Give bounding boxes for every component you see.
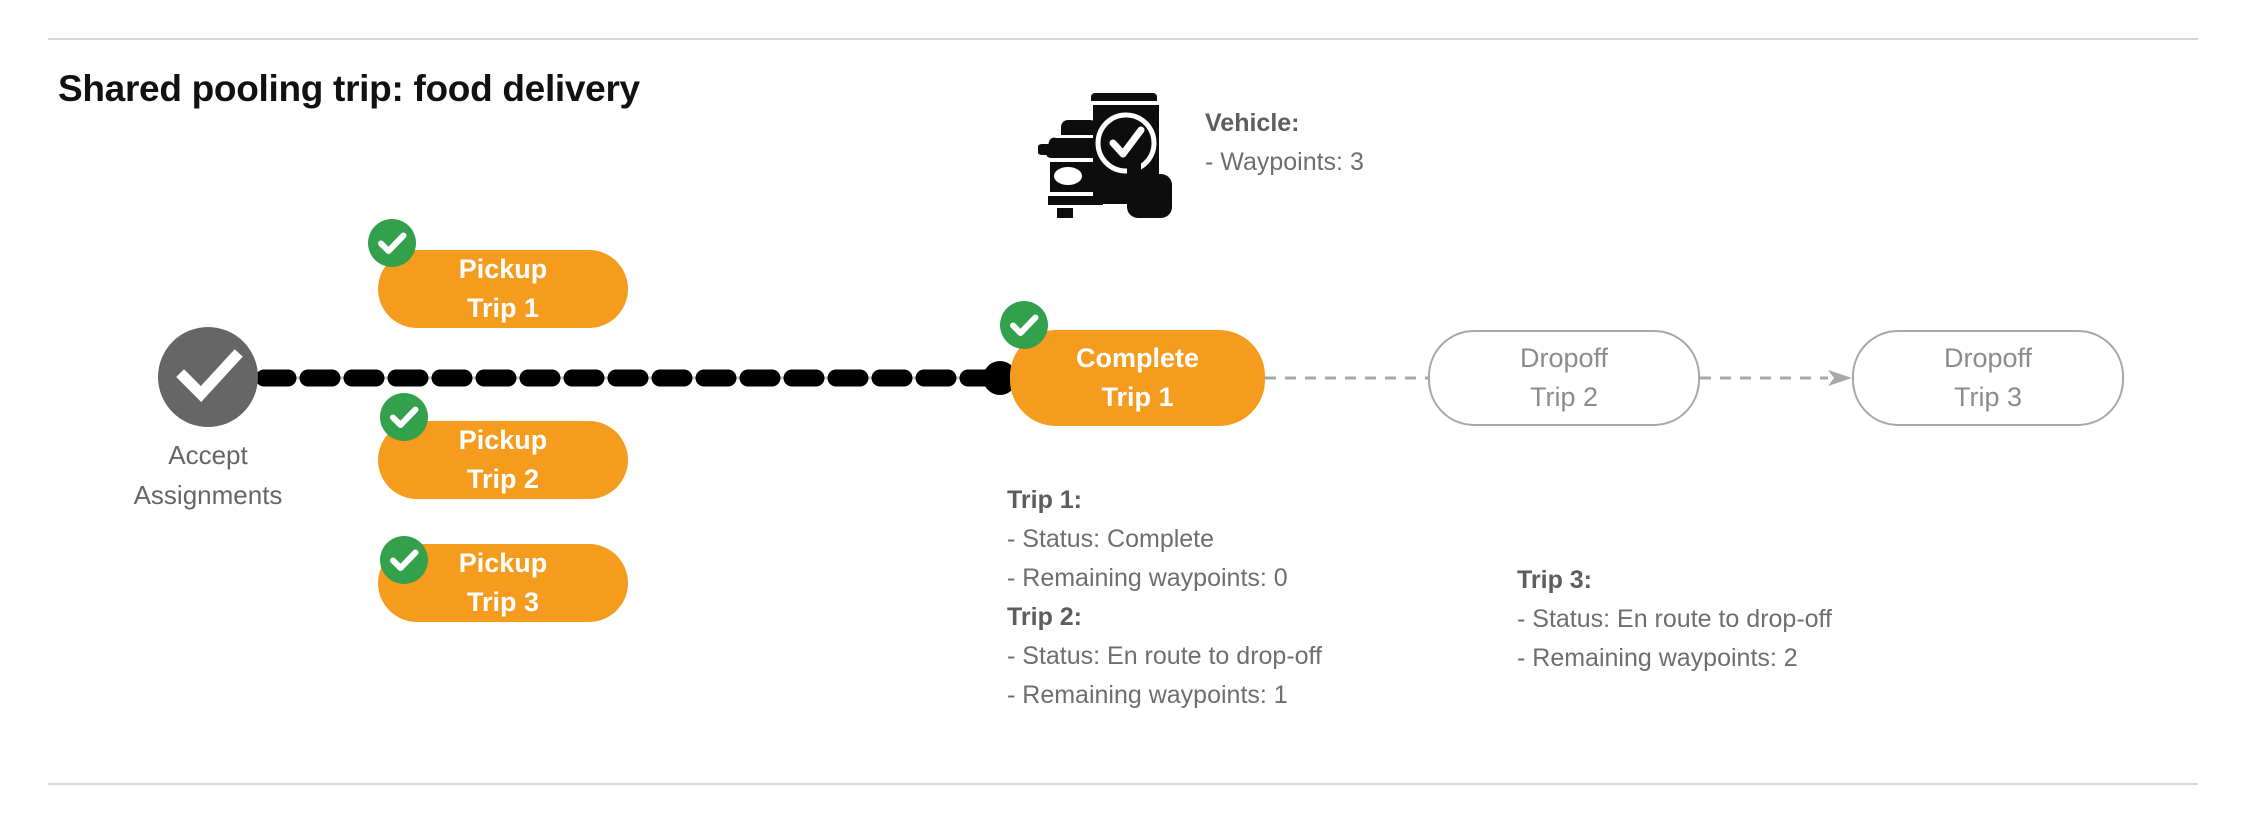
vehicle-info-heading: Vehicle: xyxy=(1205,109,1300,137)
trip-1-heading: Trip 1: xyxy=(1007,486,1083,514)
pickup-trip-3-line1: Pickup xyxy=(458,548,548,578)
car-phone-check-icon xyxy=(1036,86,1172,218)
pickup-trip-1-line1: Pickup xyxy=(458,254,548,284)
accept-circle xyxy=(158,327,258,427)
complete-trip-1-line1: Complete xyxy=(1075,343,1200,373)
trip-3-waypoints: - Remaining waypoints: 2 xyxy=(1517,644,1798,672)
page-title: Shared pooling trip: food delivery xyxy=(58,68,640,109)
pickup-trip-2-check-badge-icon xyxy=(380,393,428,441)
trip-1-status: - Status: Complete xyxy=(1007,525,1215,553)
trip-info-left-block: Trip 1: - Status: Complete - Remaining w… xyxy=(1007,481,1322,715)
accept-label-line1: Accept xyxy=(168,440,248,470)
complete-trip-1-line2: Trip 1 xyxy=(1101,382,1174,412)
pickup-trip-3-line2: Trip 3 xyxy=(466,587,540,617)
vehicle-info-block: Vehicle: - Waypoints: 3 xyxy=(1205,104,1364,182)
complete-trip-1-node[interactable]: Complete Trip 1 xyxy=(1010,330,1265,426)
accept-assignments-node[interactable]: Accept Assignments xyxy=(134,327,282,510)
pickup-trip-3-check-badge-icon xyxy=(380,536,428,584)
trip-info-right-block: Trip 3: - Status: En route to drop-off -… xyxy=(1517,561,1832,678)
dropoff-trip-3-line2: Trip 3 xyxy=(1953,382,2022,412)
trip-3-status: - Status: En route to drop-off xyxy=(1517,605,1832,633)
trip-1-waypoints: - Remaining waypoints: 0 xyxy=(1007,564,1288,592)
dropoff-trip-2-line1: Dropoff xyxy=(1519,343,1609,373)
dropoff-trip-2-node[interactable]: Dropoff Trip 2 xyxy=(1428,330,1700,426)
pickup-trip-2-line2: Trip 2 xyxy=(466,464,540,494)
complete-trip-1-check-badge-icon xyxy=(1000,301,1048,349)
dropoff3-arrowhead xyxy=(1828,370,1852,386)
trip-2-waypoints: - Remaining waypoints: 1 xyxy=(1007,681,1288,709)
vehicle-waypoints-line: - Waypoints: 3 xyxy=(1205,148,1364,176)
pickup-trip-2-line1: Pickup xyxy=(458,425,548,455)
trip-2-heading: Trip 2: xyxy=(1007,603,1083,631)
dropoff-trip-2-line2: Trip 2 xyxy=(1529,382,1598,412)
pickup-trip-1-line2: Trip 1 xyxy=(466,293,540,323)
accept-assignments-label: Accept Assignments xyxy=(106,435,310,515)
pickup-trip-1-check-badge-icon xyxy=(368,219,416,267)
dropoff-trip-3-node[interactable]: Dropoff Trip 3 xyxy=(1852,330,2124,426)
pickup-trip-1-node[interactable]: Pickup Trip 1 xyxy=(378,250,628,328)
check-circle-icon xyxy=(176,349,243,402)
top-divider xyxy=(48,38,2198,40)
trip-3-heading: Trip 3: xyxy=(1517,566,1593,594)
bottom-divider xyxy=(48,783,2198,785)
accept-label-line2: Assignments xyxy=(133,480,283,510)
dropoff-trip-3-line1: Dropoff xyxy=(1943,343,2033,373)
trip-2-status: - Status: En route to drop-off xyxy=(1007,642,1322,670)
